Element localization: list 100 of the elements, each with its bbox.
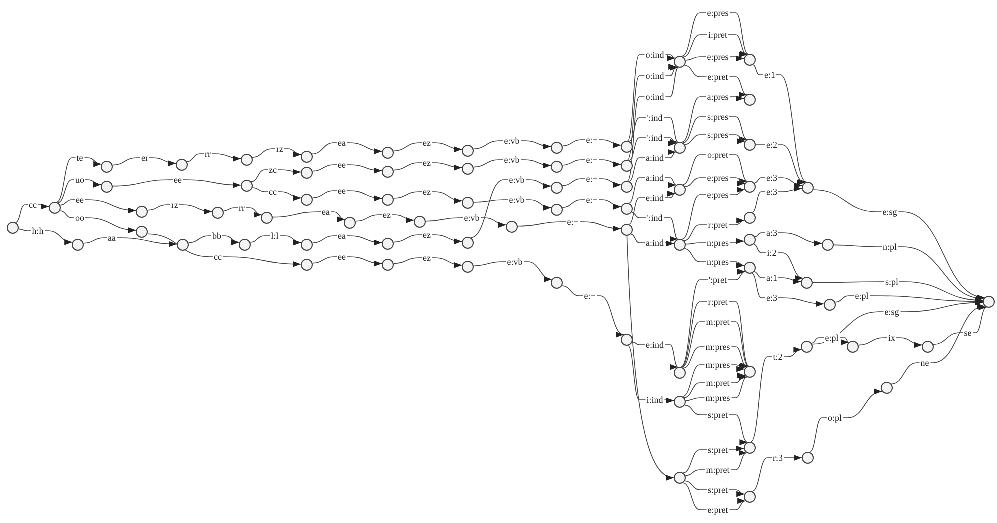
- state-circle: [301, 151, 313, 163]
- state-circle: [744, 181, 756, 193]
- edge-label: r:pret: [707, 297, 729, 307]
- state-circle: [744, 366, 756, 378]
- arrow: [312, 256, 382, 266]
- arrow: [629, 150, 676, 182]
- state-circle: [674, 239, 686, 251]
- arrow: [627, 67, 679, 182]
- state-circle: [72, 239, 84, 251]
- edge-label: s:pret: [707, 445, 729, 455]
- state-circle: [212, 207, 224, 219]
- edge-label: o:pret: [706, 150, 730, 160]
- arrow: [752, 64, 807, 183]
- edge-label: ':pret: [708, 275, 728, 285]
- edge-label: a:ind: [645, 153, 665, 163]
- state-circle: [136, 206, 148, 218]
- state-circle: [462, 197, 474, 209]
- edge-label: e:sg: [882, 207, 898, 217]
- state-circle: [177, 239, 189, 251]
- edge-label: e:vb: [503, 136, 521, 146]
- state-circle: [674, 396, 686, 408]
- arrow: [15, 203, 50, 224]
- edge-label: o:ind: [644, 50, 666, 60]
- edge-label: e:3: [766, 173, 778, 183]
- edge-label: e:vb: [508, 175, 526, 185]
- edge-label: e:1: [764, 70, 776, 80]
- arrow: [394, 258, 463, 268]
- arrow: [627, 54, 676, 142]
- edge-label: e:vb: [503, 155, 521, 165]
- arrow: [562, 200, 622, 210]
- state-circle: [301, 194, 313, 206]
- arrow: [835, 296, 984, 305]
- arrow: [628, 346, 674, 404]
- state-circle: [674, 142, 686, 154]
- state-circle: [801, 277, 813, 289]
- arrow: [810, 390, 883, 453]
- arrow: [834, 244, 984, 301]
- state-circle: [824, 299, 836, 311]
- edge-label: e:vb: [463, 213, 481, 223]
- edge-label: e:+: [585, 155, 599, 165]
- arrow: [223, 208, 262, 218]
- state-circle: [744, 212, 756, 224]
- arrow: [473, 140, 552, 150]
- state-circle: [261, 212, 273, 224]
- state-circle: [382, 194, 394, 206]
- edge-label: ':ind: [646, 213, 664, 223]
- edge-label: e:pl: [854, 291, 870, 301]
- state-circle: [7, 222, 19, 234]
- arrow: [681, 302, 750, 368]
- state-circle: [462, 237, 474, 249]
- arrow: [752, 455, 802, 492]
- edge-label: s:pret: [707, 485, 729, 495]
- arrow: [60, 200, 136, 214]
- edge-label: e:+: [585, 174, 599, 184]
- state-circle: [674, 472, 686, 484]
- edge-label: r:3: [772, 453, 784, 463]
- arrow: [18, 228, 73, 245]
- arrow: [629, 118, 679, 143]
- arrow: [812, 282, 984, 304]
- state-circle: [674, 56, 686, 68]
- arrow: [393, 234, 463, 244]
- state-circle: [983, 296, 995, 308]
- edge-label: i:ind: [646, 395, 664, 405]
- edge-label: l:l: [270, 231, 280, 241]
- edge-label: a:3: [766, 228, 778, 238]
- edge-label: e:vb: [508, 195, 526, 205]
- edge-label: o:ind: [644, 71, 666, 81]
- state-circle: [801, 341, 813, 353]
- arrow: [56, 158, 102, 203]
- arrow: [470, 180, 552, 238]
- edge-label: s:pl: [884, 277, 900, 287]
- arrow: [754, 244, 804, 280]
- state-circle: [241, 154, 253, 166]
- arrow: [355, 214, 415, 224]
- arrow: [251, 169, 302, 182]
- state-circle: [382, 238, 394, 250]
- state-circle: [462, 261, 474, 273]
- state-circle: [744, 94, 756, 106]
- edge-label: e:+: [583, 291, 597, 301]
- arrow: [891, 304, 986, 385]
- state-circle: [621, 181, 633, 193]
- arrow: [252, 148, 302, 158]
- state-circle: [382, 259, 394, 271]
- arrow: [626, 236, 674, 480]
- state-circle: [621, 334, 633, 346]
- edge-label: s:pret: [707, 410, 729, 420]
- arrow: [83, 238, 178, 248]
- state-circle: [744, 491, 756, 503]
- arrow: [272, 212, 346, 222]
- arrow: [754, 232, 823, 246]
- edge-label: e:+: [585, 195, 599, 205]
- state-circle: [414, 216, 426, 228]
- edge-label: e:2: [766, 140, 778, 150]
- edge-label: ':ind: [646, 113, 664, 123]
- arrow: [680, 270, 746, 368]
- arrow: [750, 348, 802, 442]
- edge-label: e:pl: [824, 333, 840, 343]
- edge-label: m:pret: [705, 378, 731, 388]
- state-circle: [744, 54, 756, 66]
- arrow: [393, 162, 462, 171]
